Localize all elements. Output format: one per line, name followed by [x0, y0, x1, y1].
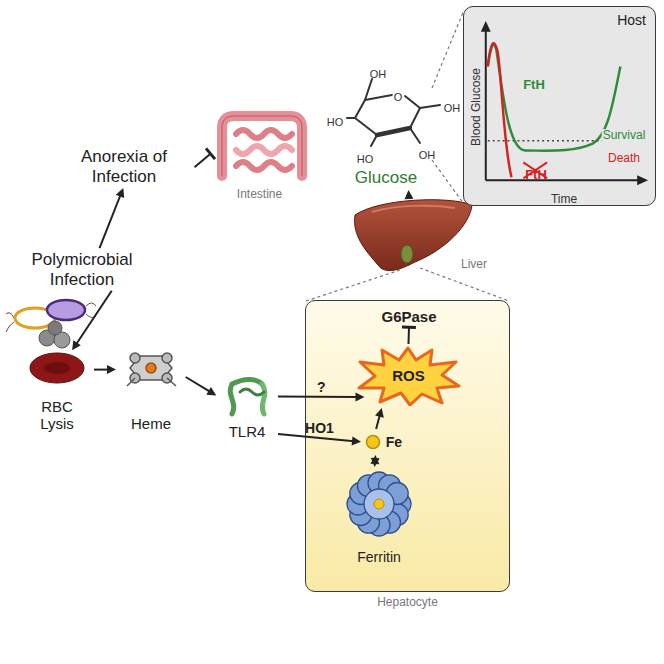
arrow-connector	[100, 188, 125, 248]
connector-line	[76, 291, 112, 345]
text-label: Time	[551, 193, 577, 207]
node-text: Anorexia of Infection	[55, 147, 193, 186]
text-label: HO	[357, 153, 374, 166]
arrow-connector	[370, 455, 379, 467]
node-text: Fe	[386, 434, 402, 450]
iron-node: Fe	[363, 431, 405, 453]
text-node: Anorexia of Infection	[55, 147, 193, 186]
connector-line	[94, 369, 109, 371]
protein-node: Ferritin	[334, 469, 424, 565]
node-text: Host	[617, 12, 646, 28]
node-text: Liver	[461, 258, 487, 272]
organ-node: Intestine	[212, 112, 307, 202]
node-text: TLR4	[229, 423, 266, 440]
text-label: OH	[419, 149, 436, 162]
text-label: Death	[607, 152, 641, 166]
node-text: Hepatocyte	[377, 596, 438, 610]
tlr4-receptor	[230, 380, 265, 415]
inhibition-connector	[402, 327, 416, 344]
arrowhead	[375, 408, 384, 418]
glucose-graph	[464, 7, 655, 205]
liver-illustration	[355, 200, 472, 271]
text-label: HO	[327, 116, 344, 129]
arrowhead	[116, 188, 124, 198]
node-text: Ferritin	[357, 549, 401, 565]
text-label: Blood Glucose	[470, 68, 484, 146]
arrowhead	[405, 190, 414, 199]
connector-line	[195, 154, 211, 167]
text-label: Survival	[602, 129, 647, 143]
arrowhead	[206, 387, 216, 396]
connector-line	[100, 195, 121, 249]
node-text: RBC Lysis	[32, 398, 82, 433]
connector-line	[376, 415, 380, 429]
node-art	[464, 7, 655, 205]
edge-label: HO1	[305, 420, 334, 436]
rbc-illustration	[30, 353, 84, 383]
connector-line	[186, 377, 211, 392]
ros-star-node: ROS	[356, 346, 461, 406]
inhibition-connector	[195, 148, 216, 167]
intestine-illustration	[222, 116, 302, 176]
node-text: G6Pase	[381, 308, 436, 325]
arrowhead	[370, 455, 379, 464]
text-label: O	[393, 91, 404, 104]
text-label: FtH	[523, 78, 545, 93]
text-label: OH	[444, 102, 461, 115]
glucose-molecule	[347, 79, 440, 146]
receptor-node: TLR4	[218, 378, 276, 440]
node-text: Polymicrobial Infection	[12, 250, 152, 289]
node-text: Intestine	[237, 188, 282, 202]
enzyme-node: G6Pase	[378, 308, 440, 325]
inhibition-bar	[206, 148, 215, 159]
node-text: Heme	[131, 415, 171, 432]
node-text: Glucose	[355, 168, 417, 188]
organ-node: Liver	[345, 198, 487, 272]
arrow-connector	[405, 190, 414, 199]
bacteria-illustration	[6, 300, 96, 348]
cell-panel: HepatocyteG6PaseROSFeFerritin	[305, 300, 510, 592]
graph-panel: HostBlood GlucoseTimeFtHSurvivalDeathFtH	[463, 6, 656, 206]
cell-node: RBC Lysis	[22, 352, 92, 432]
connector-line	[278, 396, 358, 398]
arrowhead	[107, 365, 116, 374]
inhibition-bar	[402, 326, 416, 329]
heme-illustration	[127, 353, 176, 386]
node-text: ROS	[392, 367, 425, 384]
arrowhead	[356, 393, 365, 402]
arrow-connector	[186, 377, 217, 396]
edge-label: ?	[317, 379, 326, 395]
arrowhead	[72, 340, 81, 350]
text-label: FtH	[525, 168, 547, 183]
text-label: OH	[370, 68, 387, 81]
ferritin-shell	[334, 469, 424, 539]
connector-line	[408, 327, 411, 344]
arrow-connector	[94, 365, 116, 374]
molecule-node: Heme	[118, 352, 184, 432]
text-node: Polymicrobial Infection	[12, 250, 152, 289]
arrow-connector	[375, 408, 384, 429]
arrowhead	[352, 437, 361, 446]
arrow-connector	[72, 291, 112, 351]
